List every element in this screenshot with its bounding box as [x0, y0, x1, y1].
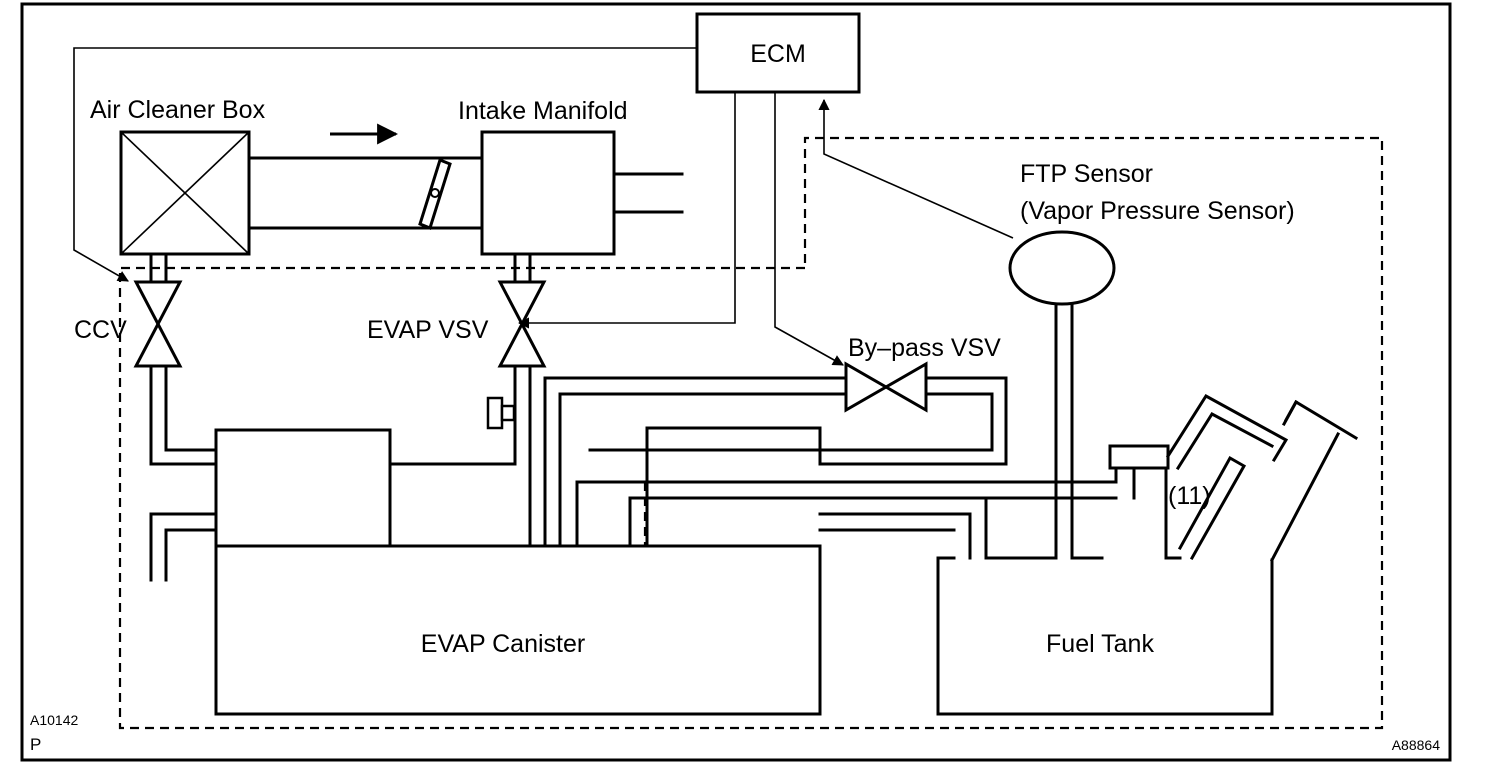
ecm-label: ECM [750, 40, 806, 68]
dashed-enclosure [118, 136, 1384, 730]
evap-canister-label: EVAP Canister [421, 630, 585, 658]
canister-tank-pipe-inner [628, 496, 1118, 548]
ccv-pipe-inner [164, 364, 218, 452]
air-cleaner-box [119, 130, 251, 256]
bypass-vsv-valve-icon [844, 361, 928, 413]
canister-tank-pipe-outer [575, 480, 1118, 548]
evap-vsv-valve-icon [497, 280, 547, 368]
solenoid-icon [486, 396, 516, 430]
diagram-frame [20, 2, 1452, 762]
bypass-loop-outer [818, 376, 1008, 466]
ecm-to-evap-vsv-wire [517, 92, 736, 329]
callout-11-label: (11) [1168, 482, 1211, 510]
vent-pipe-outer [149, 512, 218, 582]
canister-lower-outlet-outer [818, 512, 972, 560]
vent-pipe-inner [164, 528, 218, 582]
figure-letter-left: P [30, 735, 41, 754]
ccv-valve-icon [133, 280, 183, 368]
ftp-to-ecm-wire [818, 98, 1014, 239]
ccv-label: CCV [74, 316, 127, 344]
canister-pipe-a-outer [543, 376, 848, 548]
air-cleaner-box-label: Air Cleaner Box [90, 96, 266, 124]
figure-code-left: A10142 [30, 712, 78, 728]
throttle-valve-icon [418, 158, 452, 230]
ecm-to-bypass-vsv-wire [774, 92, 844, 366]
tank-valve-block [1108, 444, 1170, 470]
ftp-sensor-sublabel: (Vapor Pressure Sensor) [1020, 197, 1295, 225]
ccv-pipe-outer [149, 364, 218, 466]
evap-canister [214, 426, 822, 716]
ftp-sensor-label: FTP Sensor [1020, 160, 1153, 188]
ecm-box [695, 12, 861, 94]
bypass-vsv-label: By–pass VSV [848, 334, 1001, 362]
filler-neck [1164, 394, 1359, 563]
evap-vsv-pipe-inner [388, 364, 517, 466]
bypass-loop-inner [588, 392, 994, 452]
ecm-to-ccv-wire [73, 47, 697, 282]
fuel-tank-label: Fuel Tank [1046, 630, 1154, 658]
intake-manifold-label: Intake Manifold [458, 97, 628, 125]
intake-manifold-box [480, 130, 616, 256]
evap-vsv-label: EVAP VSV [367, 316, 489, 344]
ftp-sensor [1008, 230, 1116, 306]
figure-code-right: A88864 [1392, 737, 1440, 753]
fuel-tank [936, 496, 1274, 716]
tank-valve-pipe [1114, 466, 1136, 500]
canister-pipe-a-inner [558, 392, 848, 548]
